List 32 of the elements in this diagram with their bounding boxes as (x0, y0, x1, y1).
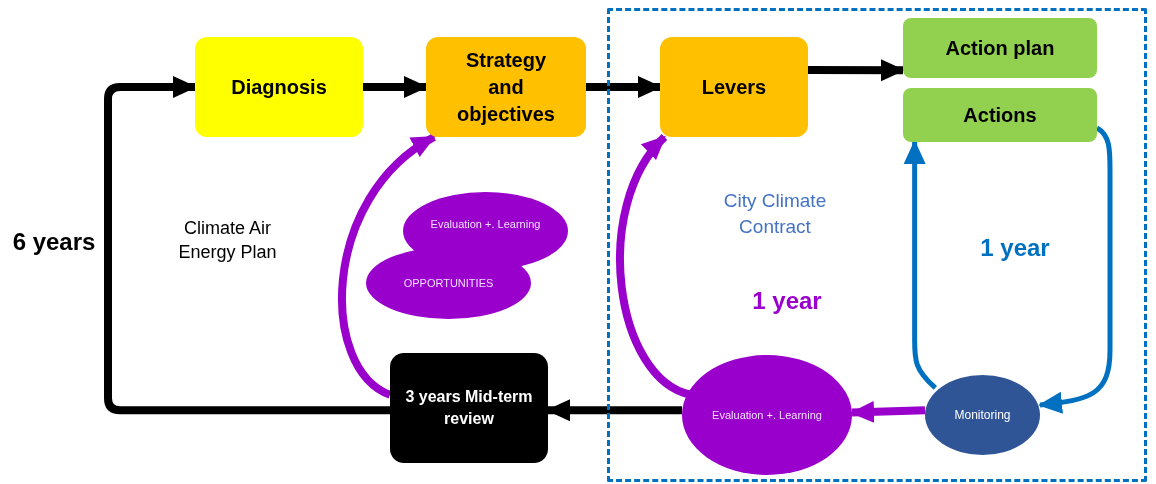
process-box (903, 88, 1097, 142)
node-label: Strategy and objectives (456, 47, 556, 127)
duration-label: 6 years (11, 227, 97, 257)
arrow (104, 76, 390, 415)
arrow (616, 134, 692, 399)
process-box (903, 18, 1097, 78)
node-label: Monitoring (954, 406, 1011, 424)
arrow (903, 140, 938, 390)
node-label: Levers (701, 74, 767, 100)
process-box (660, 37, 808, 137)
process-box (426, 37, 586, 137)
node-label: OPPORTUNITIES (403, 275, 494, 291)
arrow (546, 399, 682, 422)
arrow (1038, 125, 1113, 414)
duration-label: 1 year (751, 286, 823, 316)
node-label: 3 years Mid-term review (404, 387, 534, 429)
arrow (338, 133, 437, 399)
arrow (850, 400, 926, 423)
node-label: Diagnosis (231, 74, 327, 100)
process-box (390, 353, 548, 463)
arrow (586, 76, 662, 98)
duration-label: 1 year (979, 233, 1051, 263)
arrow (363, 76, 428, 98)
node-label: Action plan (945, 35, 1055, 61)
arrow (808, 59, 905, 82)
node-label: Evaluation +. Learning (712, 407, 822, 423)
plan-label: Climate Air Energy Plan (177, 217, 278, 265)
contract-label: City Climate Contract (722, 189, 828, 239)
node-label: Actions (963, 102, 1037, 128)
process-box (195, 37, 363, 137)
node-label: Evaluation +. Learning (430, 216, 541, 232)
group-boundary (607, 8, 1147, 482)
